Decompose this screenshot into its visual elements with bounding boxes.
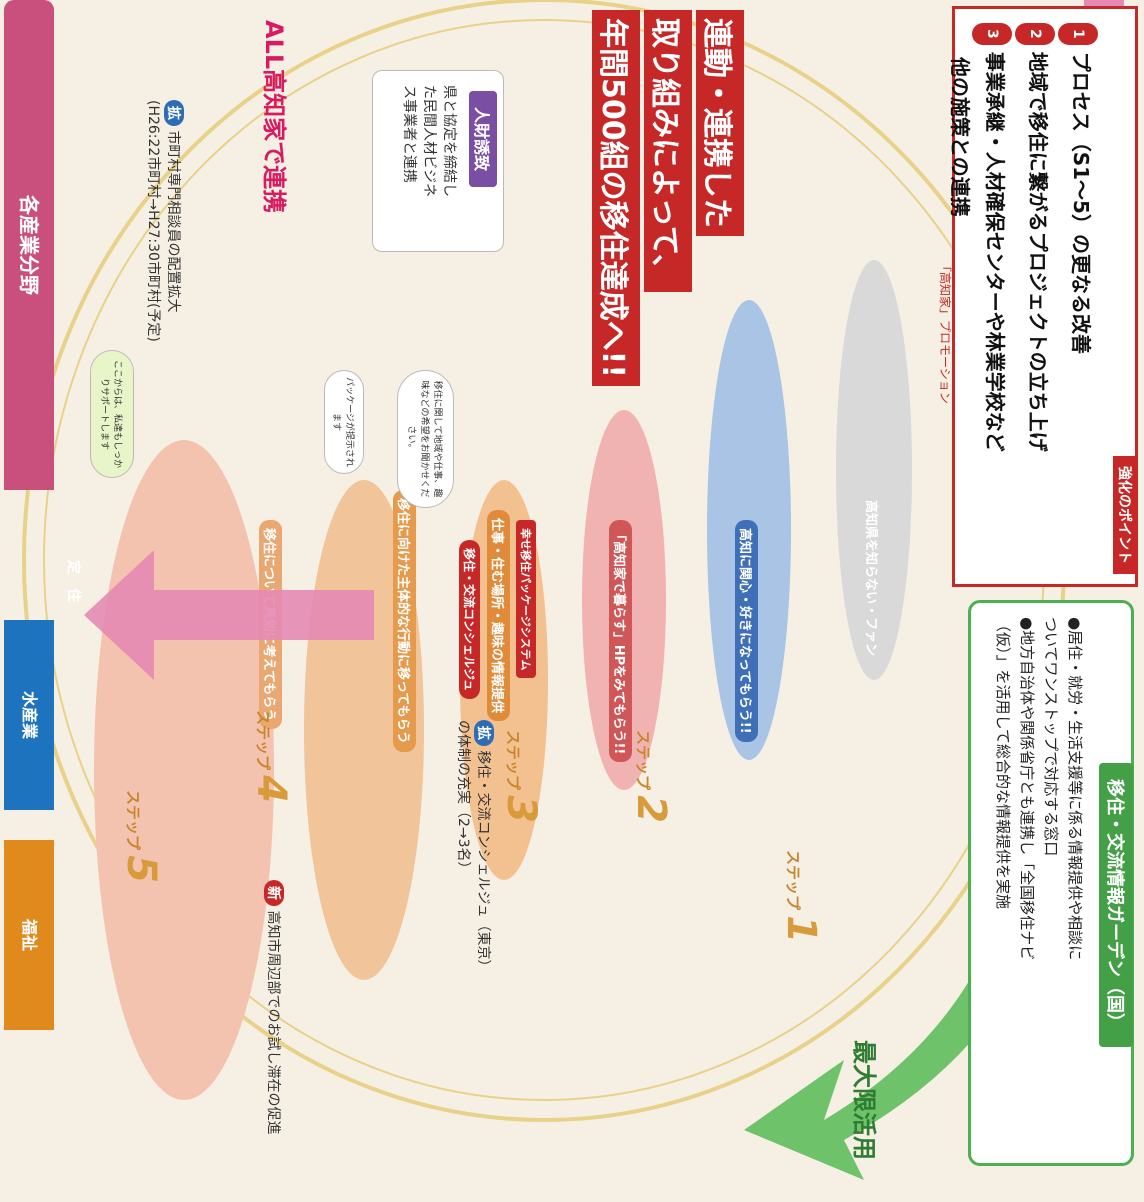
expand-item-2: 拡 移住・交流コンシェルジュ（東京） の体制の充実（2→3名） [454,720,494,973]
industries-header: 各産業分野 [4,0,54,490]
garden-b2-l2: （仮）」を活用して総合的な情報提供を実施 [994,617,1012,910]
jinzai-line2: た民間人材ビジネ [421,85,437,197]
expand-item-1: 拡 市町村専門相談員の配置拡大 (H26:22市町村→H27:30市町村(予定) [144,100,184,342]
bubble-3: ここからは、私達もしっかりサポートします [90,350,134,478]
step-5: ステップ 5 [118,790,164,884]
step-4: ステップ 4 [248,710,294,804]
step-1: ステップ 1 [778,850,824,944]
jinzai-line1: 県と協定を締結し [441,85,457,197]
industries-panel: 各産業分野 水産業 福祉 [0,0,94,1202]
jinzai-box: 人財誘致 県と協定を締結し た民間人材ビジネ ス事業者と連携 [372,70,504,252]
green-arrow [744,770,1074,1180]
jinzai-line3: ス事業者と連携 [401,85,417,183]
jinzai-title: 人財誘致 [469,91,497,188]
step-3: ステップ 3 [498,730,544,824]
garden-title: 移住・交流情報ガーデン（国） [1099,763,1133,1047]
garden-box: 移住・交流情報ガーデン（国） ●居住・就労・生活支援等に係る情報提供や相談に つ… [968,600,1134,1166]
garden-b1-l1: ●居住・就労・生活支援等に係る情報提供や相談に [1066,617,1084,961]
bubble-1: 移住に関して地域や仕事、趣味などの希望をお聞かせください。 [397,370,454,508]
expand-item-3: 新 高知市周辺部でのお試し滞在の促進 [264,880,284,1134]
garden-b1-l2: ついてワンストップで対応する窓口 [1042,617,1060,857]
bubble-2: パッケージが提示されます [324,370,364,474]
industry-welfare: 福祉 [4,840,54,1030]
step-2: ステップ 2 [628,730,674,824]
garden-b2-l1: ●地方自治体や関係省庁とも連携し「全国移住ナビ [1018,617,1036,961]
max-use-label: 最大限活用 [850,1040,878,1160]
all-kochi-label: ALL高知家で連携 [260,20,288,214]
industry-fisheries: 水産業 [4,620,54,810]
